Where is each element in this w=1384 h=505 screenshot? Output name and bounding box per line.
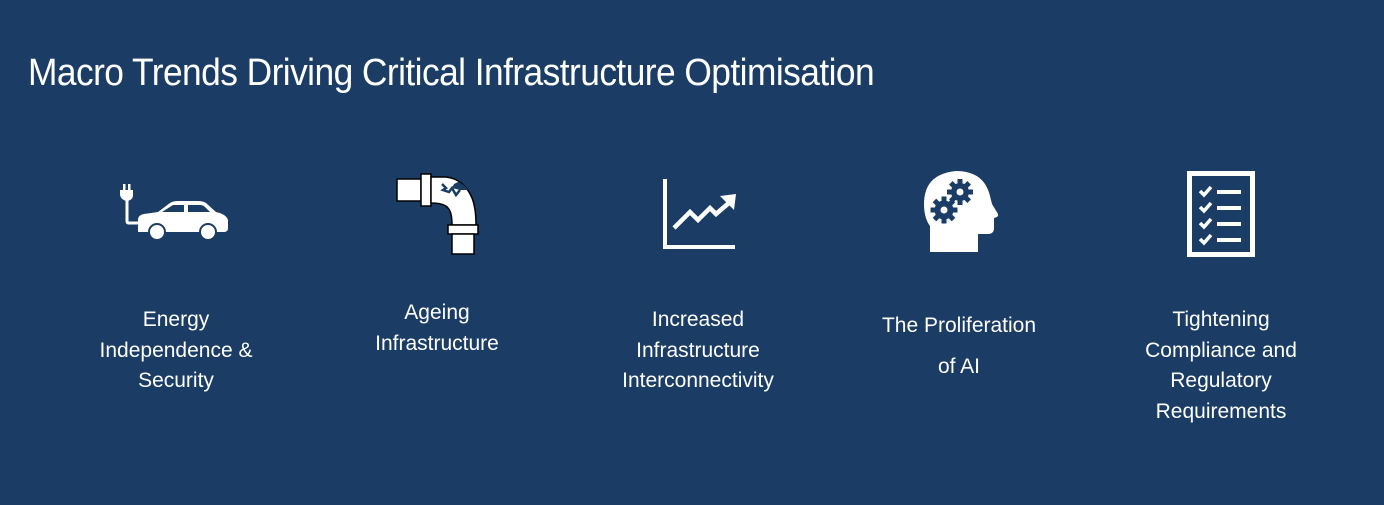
head-gears-icon [922,168,1000,254]
trend-label: Tightening Compliance and Regulatory Req… [1145,308,1297,423]
electric-car-icon [118,184,232,242]
trend-label: Increased Infrastructure Interconnectivi… [622,308,774,392]
slide-title: Macro Trends Driving Critical Infrastruc… [28,52,875,94]
checklist-icon [1187,171,1255,257]
broken-pipe-icon [394,170,480,256]
trend-chart-icon [660,176,740,252]
trend-label: Energy Independence & Security [99,308,253,392]
trend-label: The Proliferation of AI [881,314,1037,378]
trend-label: Ageing Infrastructure [375,301,499,355]
